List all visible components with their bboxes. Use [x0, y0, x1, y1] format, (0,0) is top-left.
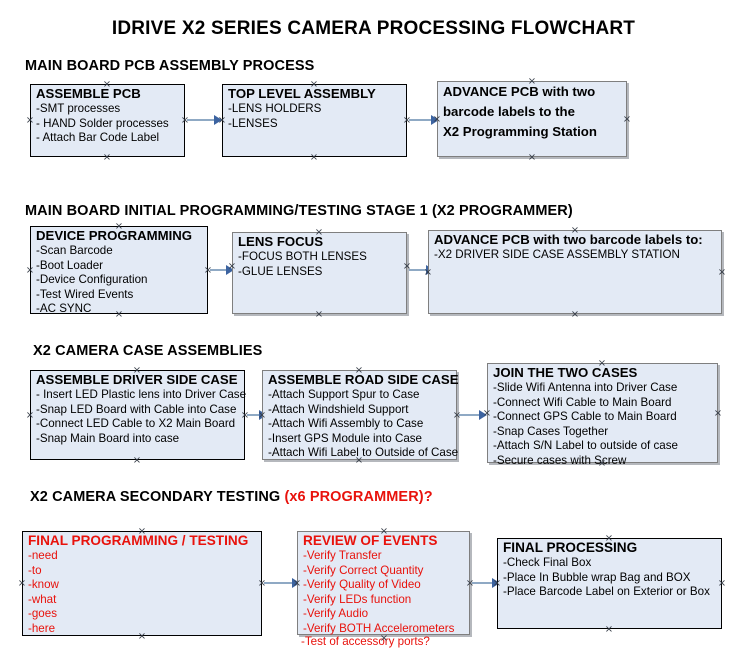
box-final-programming-testing[interactable]: FINAL PROGRAMMING / TESTING -need -to -k…	[22, 531, 262, 636]
box-title: JOIN THE TWO CASES	[493, 365, 638, 380]
box-assemble-driver-side-case[interactable]: ASSEMBLE DRIVER SIDE CASE - Insert LED P…	[30, 370, 247, 460]
box-line: -to	[28, 563, 42, 577]
box-review-of-events[interactable]: REVIEW OF EVENTS -Verify Transfer -Verif…	[297, 531, 470, 635]
box-line: -LENSES	[228, 116, 278, 130]
box-top-level-assembly[interactable]: TOP LEVEL ASSEMBLY -LENS HOLDERS -LENSES	[222, 84, 407, 157]
box-line: -X2 DRIVER SIDE CASE ASSEMBLY STATION	[434, 248, 680, 261]
box-line: -Attach Support Spur to Case	[268, 388, 420, 401]
box-line: -Attach Wifi Assembly to Case	[268, 417, 424, 431]
box-title: ADVANCE PCB with two barcode labels to:	[434, 232, 703, 247]
section-heading-4-red: (x6 PROGRAMMER)?	[284, 489, 433, 505]
box-line: -Verify Correct Quantity	[303, 563, 424, 577]
box-line: -LENS HOLDERS	[228, 102, 322, 115]
box-line: -FOCUS BOTH LENSES	[238, 250, 367, 263]
box-line: -Insert GPS Module into Case	[268, 431, 423, 445]
box-line: -know	[28, 578, 59, 592]
box-title: ASSEMBLE ROAD SIDE CASE	[268, 372, 459, 387]
box-title-line: X2 Programming Station	[443, 124, 597, 139]
box-line: -Attach Windshield Support	[268, 402, 409, 416]
section-heading-3: X2 CAMERA CASE ASSEMBLIES	[33, 343, 263, 359]
box-line: -Boot Loader	[36, 258, 104, 272]
box-assemble-road-side-case[interactable]: ASSEMBLE ROAD SIDE CASE -Attach Support …	[262, 370, 459, 460]
box-line: -Snap LED Board with Cable into Case	[36, 402, 237, 416]
connector-arrow	[264, 578, 300, 588]
box-advance-pcb-programming-station[interactable]: ADVANCE PCB with two barcode labels to t…	[437, 81, 627, 157]
box-line: -Slide Wifi Antenna into Driver Case	[493, 381, 678, 394]
box-line: - Insert LED Plastic lens into Driver Ca…	[36, 388, 247, 401]
box-advance-pcb-driver-side[interactable]: ADVANCE PCB with two barcode labels to: …	[428, 230, 722, 314]
box-line: -Snap Cases Together	[493, 424, 609, 438]
box-title: ASSEMBLE DRIVER SIDE CASE	[36, 372, 238, 387]
section-heading-2: MAIN BOARD INITIAL PROGRAMMING/TESTING S…	[25, 203, 573, 219]
box-line: -here	[28, 621, 56, 635]
connector-arrow	[210, 265, 234, 275]
box-line: -Verify BOTH Accelerometers	[303, 621, 455, 635]
box-final-processing[interactable]: FINAL PROCESSING -Check Final Box -Place…	[497, 538, 722, 629]
box-line: -Check Final Box	[503, 556, 592, 569]
box-line: -Test Wired Events	[36, 287, 134, 301]
box-line: - HAND Solder processes	[36, 116, 169, 130]
box-title: LENS FOCUS	[238, 234, 323, 249]
box-line: -GLUE LENSES	[238, 264, 323, 278]
connector-arrow	[459, 410, 487, 420]
box-title: ASSEMBLE PCB	[36, 86, 141, 101]
section-heading-4-text: X2 CAMERA SECONDARY TESTING	[30, 489, 285, 505]
box-line: -Verify Quality of Video	[303, 578, 421, 592]
box-join-the-two-cases[interactable]: JOIN THE TWO CASES -Slide Wifi Antenna i…	[487, 363, 718, 467]
box-line: -Connect LED Cable to X2 Main Board	[36, 417, 236, 431]
box-line: -Verify Transfer	[303, 549, 382, 562]
box-title-line: barcode labels to the	[443, 104, 575, 119]
box-title: ADVANCE PCB with two	[443, 84, 596, 99]
connector-arrow	[187, 115, 222, 125]
box-line: -Snap Main Board into case	[36, 431, 180, 445]
box-line: -Secure cases with Screw	[493, 453, 627, 467]
connector-arrow	[409, 115, 439, 125]
box-line: -AC SYNC	[36, 302, 92, 316]
box-line: -Device Configuration	[36, 273, 148, 287]
box-assemble-pcb[interactable]: ASSEMBLE PCB -SMT processes - HAND Solde…	[30, 84, 185, 157]
connector-arrow	[472, 578, 500, 588]
box-line: -need	[28, 549, 58, 562]
box-device-programming[interactable]: DEVICE PROGRAMMING -Scan Barcode -Boot L…	[30, 226, 208, 316]
box-line: -Connect GPS Cable to Main Board	[493, 410, 677, 424]
box-lens-focus[interactable]: LENS FOCUS -FOCUS BOTH LENSES -GLUE LENS…	[232, 232, 407, 314]
box-title: FINAL PROGRAMMING / TESTING	[28, 533, 249, 548]
box-line: -Attach S/N Label to outside of case	[493, 439, 678, 453]
box-line: -what	[28, 592, 57, 606]
box-line: -Connect Wifi Cable to Main Board	[493, 395, 672, 409]
box-line: - Attach Bar Code Label	[36, 131, 160, 145]
box-line: -SMT processes	[36, 102, 121, 115]
box-line: -Verify LEDs function	[303, 592, 412, 606]
box-overflow-line: -Test of accessory ports?	[301, 635, 430, 648]
section-heading-4: X2 CAMERA SECONDARY TESTING (x6 PROGRAMM…	[30, 489, 433, 505]
section-heading-1: MAIN BOARD PCB ASSEMBLY PROCESS	[25, 58, 315, 74]
box-line: -Attach Wifi Label to Outside of Case	[268, 446, 459, 460]
box-title: FINAL PROCESSING	[503, 540, 638, 555]
box-line: -Verify Audio	[303, 607, 369, 621]
box-title: REVIEW OF EVENTS	[303, 533, 438, 548]
box-title: TOP LEVEL ASSEMBLY	[228, 86, 376, 101]
box-line: -Place In Bubble wrap Bag and BOX	[503, 570, 691, 584]
box-line: -Scan Barcode	[36, 244, 113, 257]
page-title: IDRIVE X2 SERIES CAMERA PROCESSING FLOWC…	[111, 18, 636, 39]
box-line: -Place Barcode Label on Exterior or Box	[503, 585, 710, 599]
box-line: -goes	[28, 607, 58, 621]
box-title: DEVICE PROGRAMMING	[36, 228, 193, 243]
